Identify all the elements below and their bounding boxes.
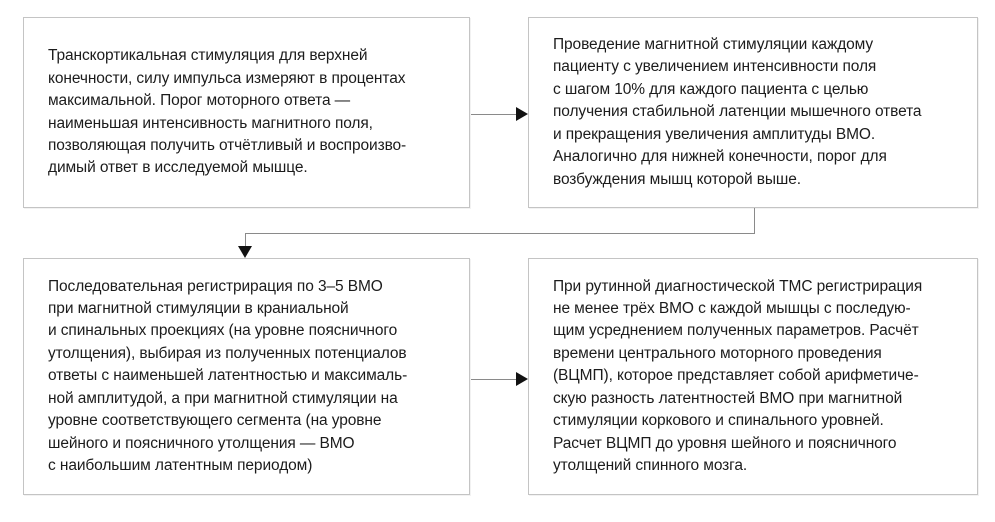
flowchart-box-step-4: При рутинной диагностической ТМС регистр… [528, 258, 978, 495]
connector-horizontal-segment [245, 233, 755, 234]
flowchart-box-step-2: Проведение магнитной стимуляции каждому … [528, 17, 978, 208]
connector-vertical-segment [245, 234, 246, 247]
step-1-text: Транскортикальная стимуляция для верхней… [48, 47, 407, 177]
step-3-text: Последовательная регистрирация по 3–5 ВМ… [48, 277, 408, 474]
connector-vertical-segment [754, 208, 755, 233]
flowchart-box-step-3: Последовательная регистрирация по 3–5 ВМ… [23, 258, 470, 495]
step-2-text: Проведение магнитной стимуляции каждому … [553, 36, 922, 188]
arrowhead-right-icon [516, 372, 528, 386]
arrowhead-right-icon [516, 107, 528, 121]
arrowhead-down-icon [238, 246, 252, 258]
step-4-text: При рутинной диагностической ТМС регистр… [553, 277, 923, 474]
arrow-line [471, 114, 516, 115]
flowchart-box-step-1: Транскортикальная стимуляция для верхней… [23, 17, 470, 208]
arrow-line [471, 379, 516, 380]
